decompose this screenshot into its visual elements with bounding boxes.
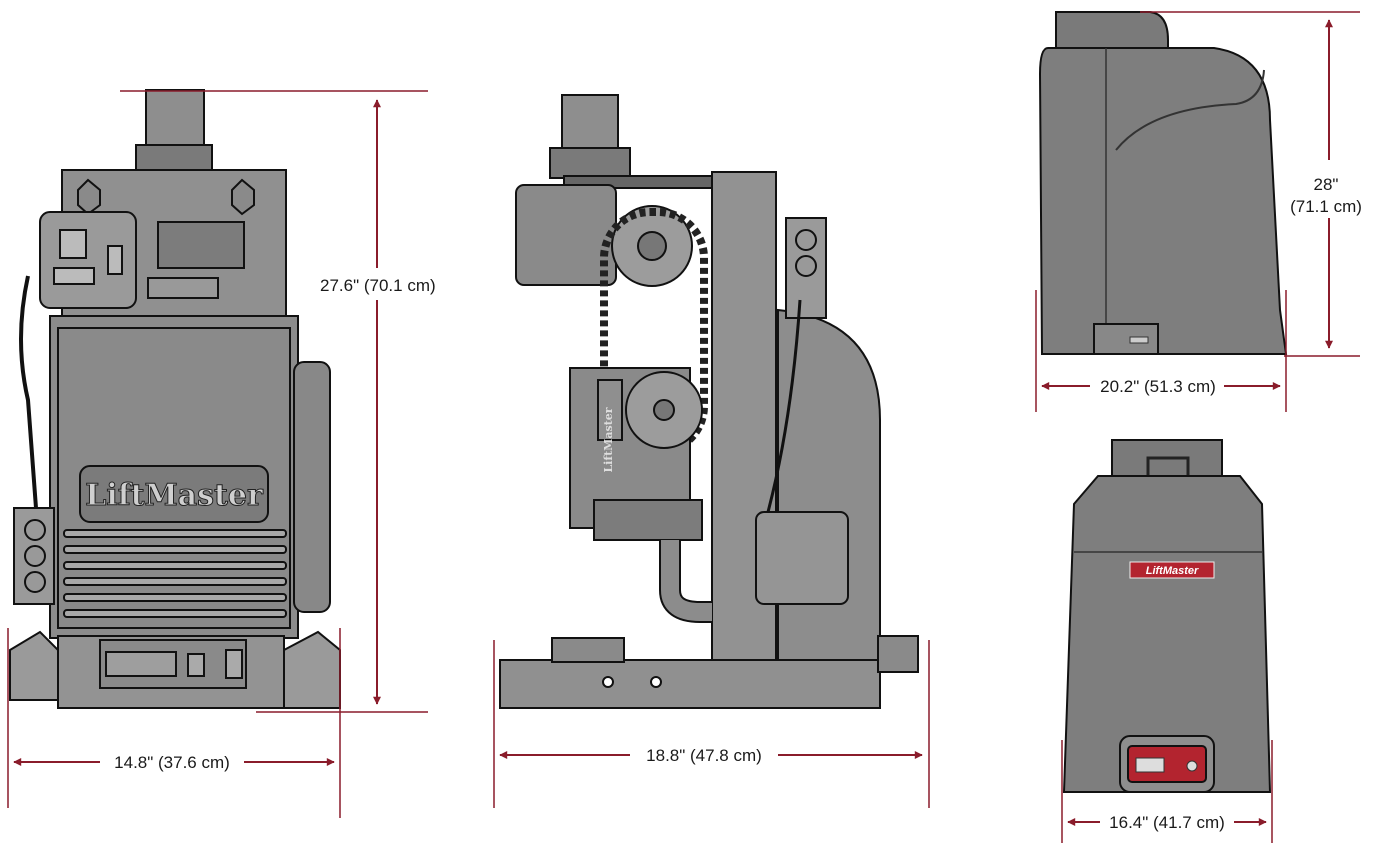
brand-badge: [1129, 561, 1215, 579]
side-width-dimension: 18.8" (47.8 cm): [493, 640, 930, 808]
cover-front-brand-logo: LiftMaster: [1146, 565, 1199, 577]
front-brand-logo: LiftMaster: [85, 478, 264, 513]
cover-front-width-label: 16.4" (41.7 cm): [1109, 813, 1225, 832]
cover-side-view: [1038, 11, 1288, 355]
cover-front-view: [1062, 439, 1272, 793]
front-view-operator: [9, 89, 341, 709]
cover-side-height-dimension: 28" (71.1 cm): [1140, 11, 1362, 357]
cover-front-width-dimension: 16.4" (41.7 cm): [1061, 740, 1273, 843]
front-height-label: 27.6" (70.1 cm): [320, 276, 436, 295]
side-view-operator: [499, 94, 919, 709]
front-height-dimension: 27.6" (70.1 cm): [120, 90, 436, 713]
front-width-label: 14.8" (37.6 cm): [114, 753, 230, 772]
cover-side-width-label: 20.2" (51.3 cm): [1100, 377, 1216, 396]
cover-side-height-label-line2: (71.1 cm): [1290, 197, 1362, 216]
front-width-dimension: 14.8" (37.6 cm): [7, 628, 341, 818]
side-brand-logo: LiftMaster: [602, 407, 615, 472]
cover-side-height-label-line1: 28": [1314, 175, 1339, 194]
side-width-label: 18.8" (47.8 cm): [646, 746, 762, 765]
cover-side-width-dimension: 20.2" (51.3 cm): [1035, 290, 1287, 412]
